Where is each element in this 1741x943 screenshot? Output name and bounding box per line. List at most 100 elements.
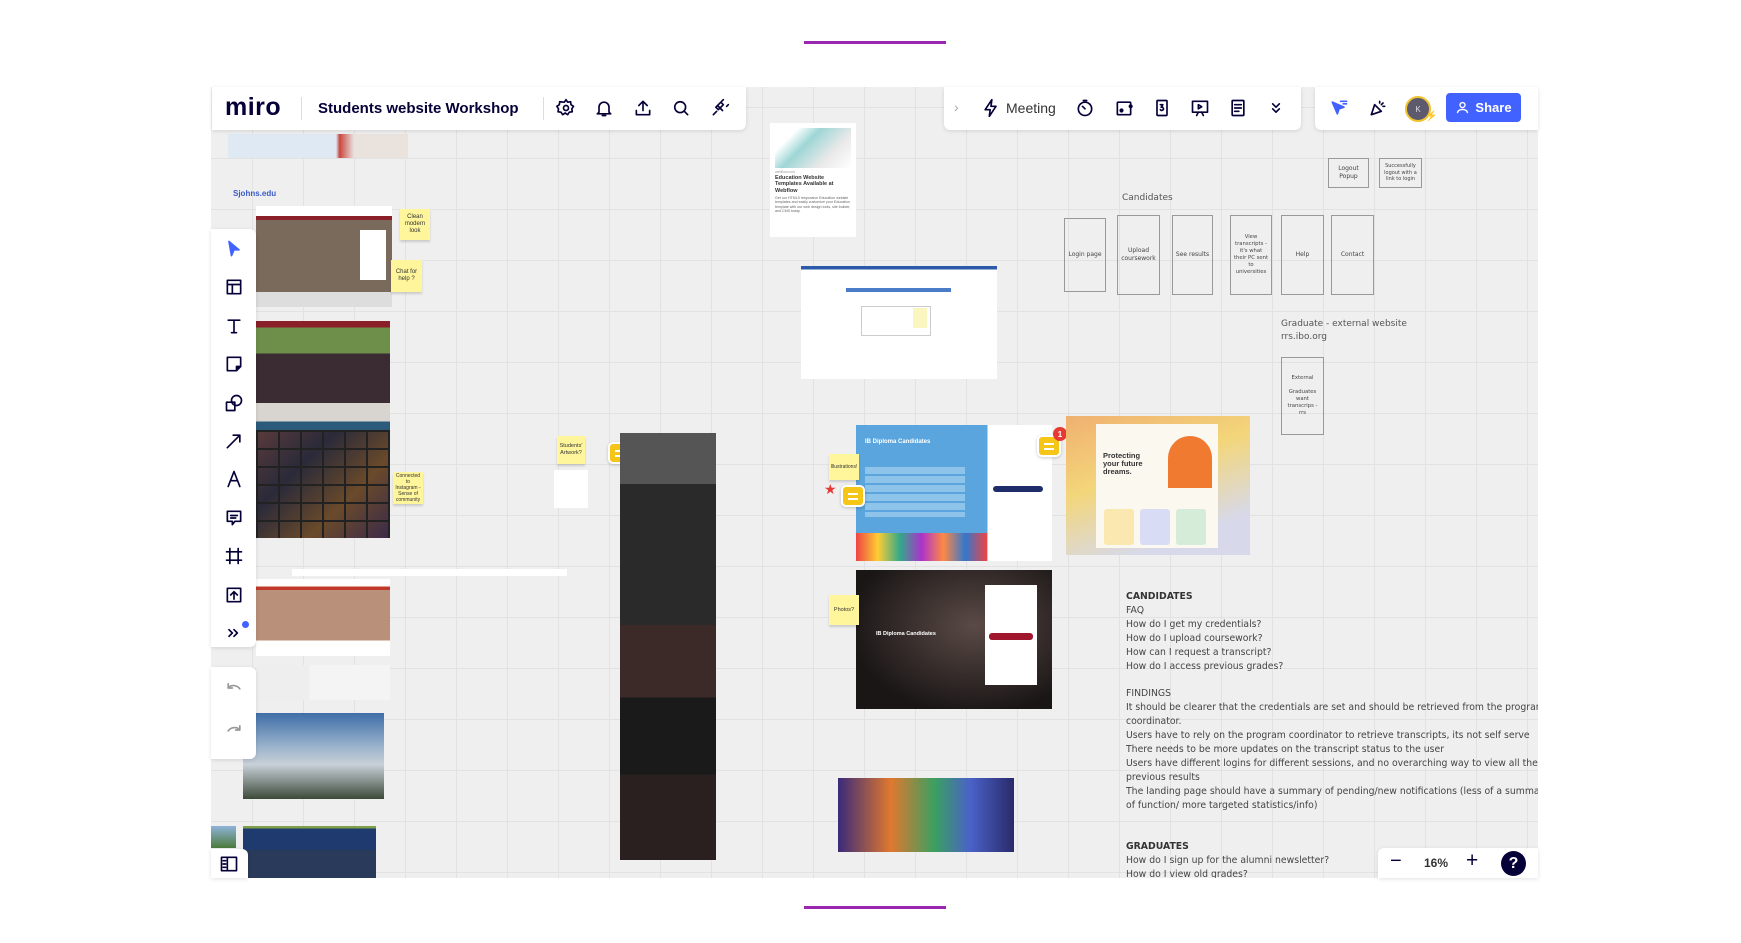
finding-item: There needs to be more updates on the tr… <box>1126 743 1445 755</box>
user-toolbar: K ⚡ Share <box>1315 87 1538 130</box>
select-cursor-icon[interactable] <box>221 236 247 262</box>
webflow-desc: Get our HTML5 responsive Education websi… <box>775 195 851 214</box>
bottom-accent-line <box>804 906 946 909</box>
search-icon[interactable] <box>668 95 694 121</box>
comment-badge: 1 <box>1053 427 1067 441</box>
avatar[interactable]: K <box>1405 96 1431 122</box>
notification-dot <box>242 621 249 628</box>
share-label: Share <box>1475 100 1512 115</box>
shapes-icon[interactable] <box>221 390 247 416</box>
finding-item: of function/ more targeted statistics/in… <box>1126 799 1318 811</box>
redo-icon[interactable] <box>221 717 247 743</box>
finding-item: Users have to rely on the program coordi… <box>1126 730 1530 742</box>
sticky-artwork[interactable]: Students' Artwork? <box>557 436 585 464</box>
bell-icon[interactable] <box>591 95 617 121</box>
login-form-screenshot[interactable] <box>801 266 997 379</box>
frame-icon[interactable] <box>221 543 247 569</box>
undo-icon[interactable] <box>221 675 247 701</box>
templates-icon[interactable] <box>221 274 247 300</box>
sticky-clean-look[interactable]: Clean modern look <box>400 209 430 240</box>
cards-screenshot[interactable] <box>838 778 1014 852</box>
flow-box[interactable]: Help <box>1281 215 1324 295</box>
zoom-controls: − 16% + ? <box>1378 848 1538 878</box>
webflow-source: webflow.com <box>775 170 796 174</box>
candidates-label: Candidates <box>1122 193 1173 203</box>
notes-subheading: FAQ <box>1126 604 1145 616</box>
webflow-title: Education Website Templates Available at… <box>775 175 834 194</box>
university-screenshot-second[interactable] <box>256 665 390 700</box>
sticky-chat-help[interactable]: Chat for help ? <box>391 260 422 292</box>
blank-bar[interactable] <box>292 569 567 576</box>
zoom-in-button[interactable]: + <box>1466 849 1479 872</box>
artwork-collage[interactable] <box>620 433 716 860</box>
notes-icon[interactable] <box>1225 95 1251 121</box>
chevron-double-down-icon[interactable] <box>1263 95 1289 121</box>
pen-icon[interactable] <box>221 466 247 492</box>
plug-icon[interactable] <box>707 95 733 121</box>
notes-heading: GRADUATES <box>1126 841 1189 853</box>
instagram-grid-screenshot[interactable] <box>256 430 390 538</box>
finding-item: The landing page should have a summary o… <box>1126 785 1538 797</box>
collaboration-toolbar: › Meeting <box>944 87 1301 130</box>
ib-blue-screenshot[interactable]: IB Diploma Candidates <box>856 425 1052 561</box>
board-title[interactable]: Students website Workshop <box>318 100 519 117</box>
external-box[interactable]: External Graduates want transcrips - rrs <box>1281 357 1324 435</box>
finding-item: Users have different logins for differen… <box>1126 757 1538 769</box>
sticky-instagram[interactable]: Connected to Instagram - Sense of commun… <box>393 472 423 504</box>
mountain-screenshot[interactable] <box>243 713 384 799</box>
logout-popup-box[interactable]: Logout Popup <box>1328 158 1369 188</box>
flow-box[interactable]: See results <box>1172 215 1213 295</box>
gilman-screenshot[interactable] <box>243 826 376 878</box>
stjohns-screenshot[interactable] <box>256 206 392 307</box>
text-icon[interactable] <box>221 313 247 339</box>
flow-box[interactable]: Upload coursework <box>1117 215 1160 295</box>
finding-item: previous results <box>1126 771 1200 783</box>
zoom-level[interactable]: 16% <box>1424 856 1449 870</box>
sticky-illustrations[interactable]: Illustrations! <box>829 454 859 480</box>
board-canvas[interactable]: Sjohns.edu Clean modern look Chat for he… <box>211 87 1538 878</box>
countdown-icon[interactable] <box>1149 95 1175 121</box>
comment-icon[interactable] <box>841 485 865 507</box>
sticky-note-icon[interactable] <box>221 351 247 377</box>
upload-icon[interactable] <box>630 95 656 121</box>
sidebar-toggle-icon[interactable] <box>216 851 242 877</box>
help-button[interactable]: ? <box>1501 851 1526 876</box>
ib-blue-title: IB Diploma Candidates <box>865 439 931 445</box>
flow-box[interactable]: View transcripts - it's what their PC se… <box>1230 215 1272 295</box>
article-card[interactable] <box>554 470 588 508</box>
comment-tool-icon[interactable] <box>221 505 247 531</box>
more-tools-icon[interactable] <box>221 620 247 646</box>
flow-box[interactable]: Login page <box>1064 218 1106 292</box>
university-screenshot-red[interactable] <box>256 579 390 656</box>
settings-icon[interactable] <box>553 95 579 121</box>
connector-arrow-icon[interactable] <box>221 428 247 454</box>
share-button[interactable]: Share <box>1446 93 1521 122</box>
chevron-right-icon[interactable]: › <box>954 99 959 115</box>
sticky-photos[interactable]: Photos? <box>829 595 859 625</box>
timer-icon[interactable] <box>1072 95 1098 121</box>
lightning-badge-icon: ⚡ <box>1425 111 1438 122</box>
site-label: Sjohns.edu <box>233 189 277 198</box>
zoom-out-button[interactable]: − <box>1390 850 1402 872</box>
webflow-card[interactable]: webflow.com Education Website Templates … <box>770 123 856 237</box>
green-thumb[interactable] <box>211 826 236 848</box>
cursor-follow-icon[interactable] <box>1326 95 1352 121</box>
upload-tool-icon[interactable] <box>221 582 247 608</box>
celebrate-icon[interactable] <box>1365 95 1391 121</box>
campus-photo-screenshot[interactable] <box>256 321 390 430</box>
meeting-button[interactable]: Meeting <box>1006 100 1056 116</box>
hero-design-screenshot[interactable]: Protecting your future dreams. <box>1066 416 1250 555</box>
comment-icon[interactable] <box>1037 435 1061 457</box>
ib-dark-screenshot[interactable]: IB Diploma Candidates <box>856 570 1052 709</box>
board-header: miro Students website Workshop <box>212 87 746 130</box>
presentation-icon[interactable] <box>1187 95 1213 121</box>
miro-logo[interactable]: miro <box>225 93 282 121</box>
logout-success-box[interactable]: Successfully logout with a link to login <box>1379 158 1422 188</box>
top-accent-line <box>804 41 946 44</box>
flow-box[interactable]: Contact <box>1331 215 1374 295</box>
screenshot-top-strip[interactable] <box>228 134 408 158</box>
lightning-icon[interactable] <box>978 95 1004 121</box>
graduates-item: How do I sign up for the alumni newslett… <box>1126 855 1330 867</box>
graduates-item: How do I view old grades? <box>1126 869 1248 878</box>
card-icon[interactable] <box>1111 95 1137 121</box>
